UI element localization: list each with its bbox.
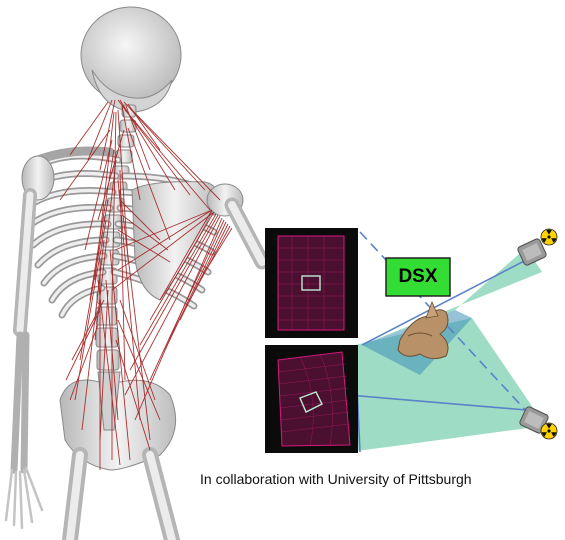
xray-panel-top xyxy=(265,228,358,338)
skeleton-muscle-model xyxy=(6,7,262,540)
scapula xyxy=(132,182,217,300)
left-forearm xyxy=(14,335,26,470)
caption: In collaboration with University of Pitt… xyxy=(200,471,540,487)
xray-panel-bottom xyxy=(265,345,358,453)
dsx-badge-label: DSX xyxy=(386,258,450,296)
left-hand xyxy=(6,468,42,528)
radiation-icon xyxy=(541,423,557,439)
radiation-icon xyxy=(541,229,557,245)
